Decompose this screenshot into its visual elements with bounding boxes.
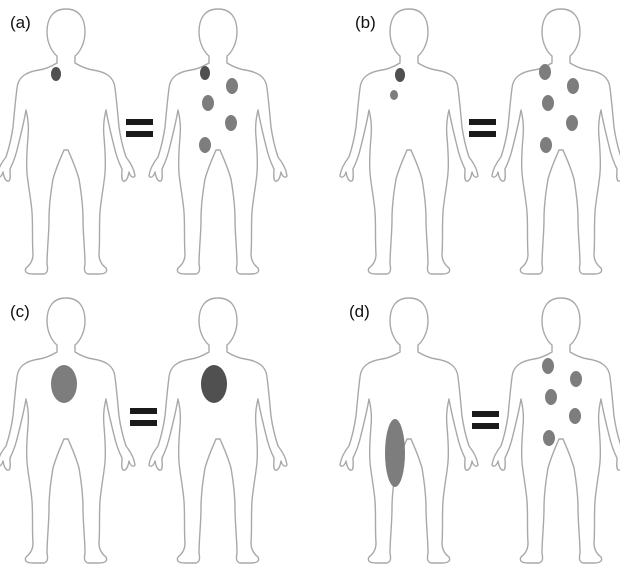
panel-a <box>0 9 287 274</box>
lesion-spot <box>570 371 582 387</box>
body-figure-c-right <box>149 298 287 563</box>
body-figure-a-left <box>0 9 135 274</box>
body-figure-a-right <box>149 9 287 274</box>
lesion-spot <box>567 78 579 94</box>
equals-sign-a <box>126 119 153 137</box>
lesion-spot <box>202 95 214 111</box>
lesion-spot <box>540 137 552 153</box>
body-figure-b-left <box>340 9 478 274</box>
body-figure-b-right <box>492 9 620 274</box>
panel-b <box>340 9 620 274</box>
lesion-spot <box>395 68 405 82</box>
lesion-spot <box>542 358 554 374</box>
body-figure-d-left <box>340 298 478 563</box>
lesion-spot <box>199 137 211 153</box>
lesion-spot <box>225 115 237 131</box>
lesion-spot <box>51 67 61 81</box>
lesion-spot <box>200 66 210 80</box>
equals-sign-d <box>472 411 499 429</box>
lesion-large <box>201 365 227 403</box>
lesion-spot <box>569 408 581 424</box>
lesion-spot <box>545 389 557 405</box>
lesion-spot <box>542 95 554 111</box>
lesion-spot <box>566 115 578 131</box>
panel-d <box>340 298 620 563</box>
equals-sign-c <box>130 408 157 426</box>
body-figure-c-left <box>0 298 135 563</box>
lesion-spot <box>539 64 551 80</box>
lesion-large <box>51 365 77 403</box>
lesion-spot <box>226 78 238 94</box>
lesion-spot <box>390 90 398 100</box>
body-figure-d-right <box>492 298 620 563</box>
equals-sign-b <box>469 119 496 137</box>
lesion-spot <box>543 430 555 446</box>
lesion-elongated <box>385 419 405 487</box>
panel-c <box>0 298 287 563</box>
